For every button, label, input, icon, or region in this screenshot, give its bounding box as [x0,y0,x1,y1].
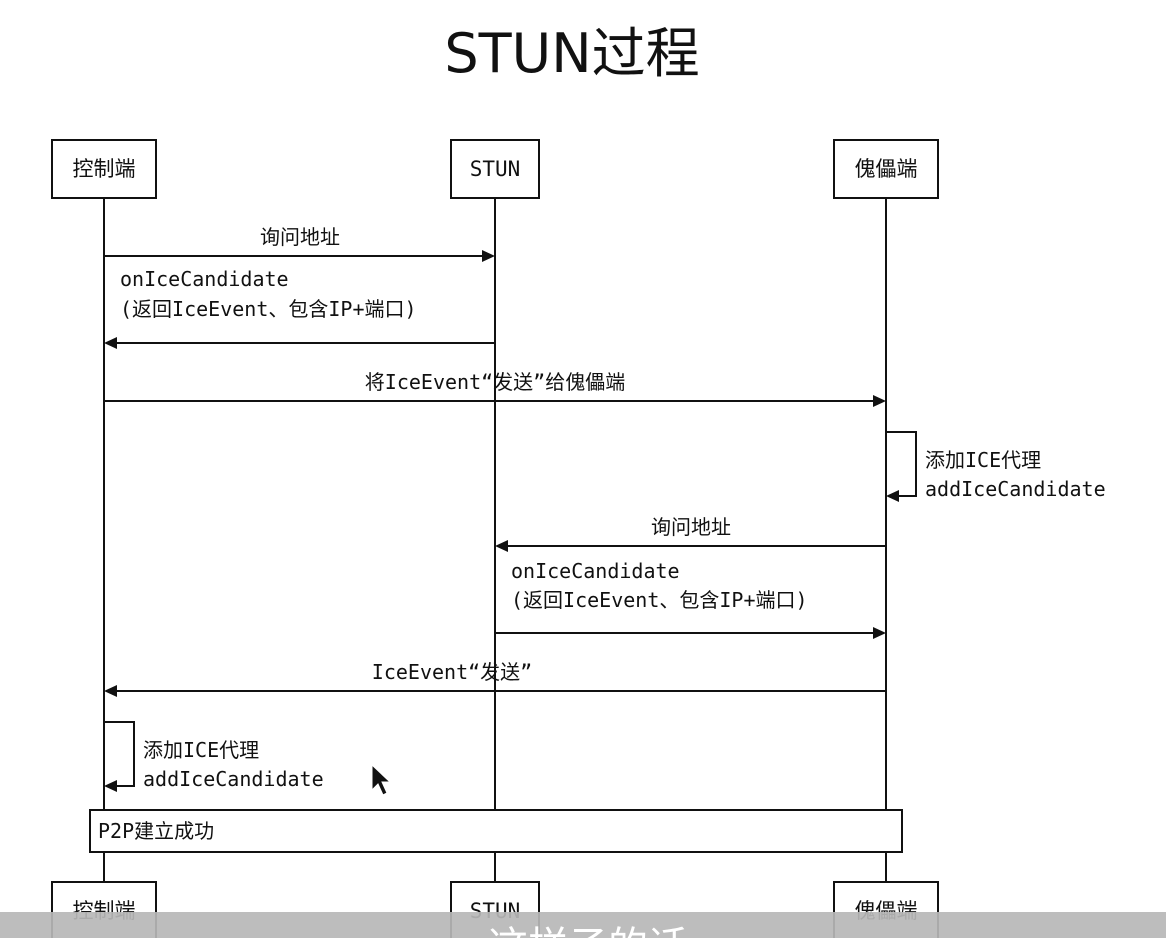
message-on-ice-candidate-1: onIceCandidate (返回IceEvent、包含IP+端口) [104,267,495,349]
message-on-ice-candidate-2-line2: (返回IceEvent、包含IP+端口) [511,588,808,612]
message-on-ice-candidate-1-line1: onIceCandidate [120,267,289,291]
message-ask-address-1: 询问地址 [104,225,495,262]
participant-stun-label: STUN [470,157,521,181]
message-on-ice-candidate-2-line1: onIceCandidate [511,559,680,583]
participant-puppet-label: 傀儡端 [855,157,918,181]
subtitle-text: 这样子的话 [488,924,688,938]
message-on-ice-candidate-1-line2: (返回IceEvent、包含IP+端口) [120,297,417,321]
message-ask-address-1-label: 询问地址 [260,225,340,249]
message-send-ice-event-to-puppet: 将IceEvent“发送”给傀儡端 [104,370,886,407]
self-message-add-ice-puppet-line2: addIceCandidate [925,477,1106,501]
subtitle-bar [0,912,1166,938]
self-message-add-ice-puppet-line1: 添加ICE代理 [925,448,1041,472]
participant-controller-top: 控制端 [51,139,157,199]
message-on-ice-candidate-2: onIceCandidate (返回IceEvent、包含IP+端口) [495,559,886,639]
message-send-ice-event-to-controller: IceEvent“发送” [104,660,886,697]
message-send-ice-event-to-puppet-label: 将IceEvent“发送”给傀儡端 [365,370,625,394]
participant-controller-label: 控制端 [73,157,136,181]
participant-puppet-top: 傀儡端 [833,139,939,199]
self-message-add-ice-controller-line2: addIceCandidate [143,767,324,791]
p2p-success-label: P2P建立成功 [98,819,214,843]
participant-stun-top: STUN [450,139,540,199]
p2p-success-banner: P2P建立成功 [89,809,903,853]
message-send-ice-event-to-controller-label: IceEvent“发送” [372,660,532,684]
mouse-cursor-icon [371,763,392,796]
self-message-add-ice-controller: 添加ICE代理 addIceCandidate [104,721,324,792]
self-message-add-ice-puppet: 添加ICE代理 addIceCandidate [886,431,1106,502]
message-ask-address-2-label: 询问地址 [651,515,731,539]
self-message-add-ice-controller-line1: 添加ICE代理 [143,738,259,762]
video-subtitle-overlay: 这样子的话 [0,912,1166,938]
message-ask-address-2: 询问地址 [495,515,886,552]
diagram-title: STUN过程 [444,22,699,85]
